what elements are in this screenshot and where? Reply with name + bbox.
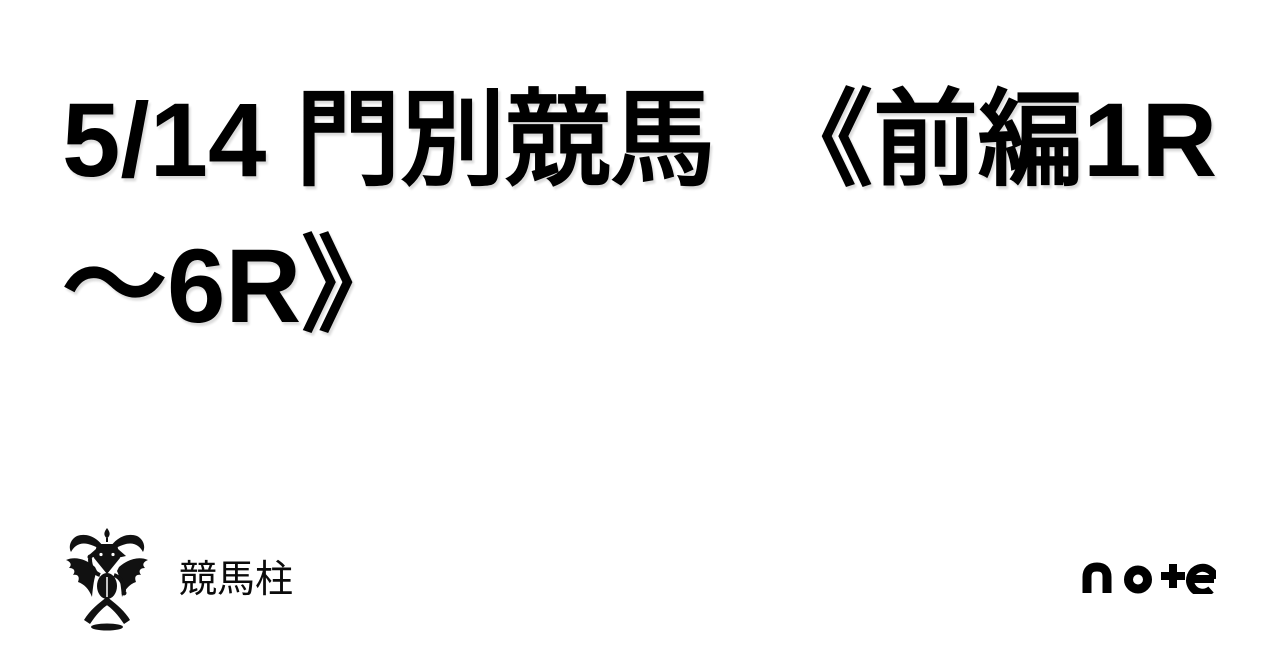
author-block: 競馬柱 xyxy=(62,527,293,632)
author-name: 競馬柱 xyxy=(179,558,294,601)
article-title: 5/14 門別競馬 《前編1R 〜6R》 xyxy=(62,68,1222,360)
baphomet-avatar-icon xyxy=(66,528,148,631)
article-title-line-2: 〜6R》 xyxy=(62,228,407,345)
note-logo-text: no+e xyxy=(0,0,1,1)
article-title-line-1: 5/14 門別競馬 《前編1R xyxy=(62,82,1218,199)
note-logo-icon xyxy=(1082,562,1216,594)
